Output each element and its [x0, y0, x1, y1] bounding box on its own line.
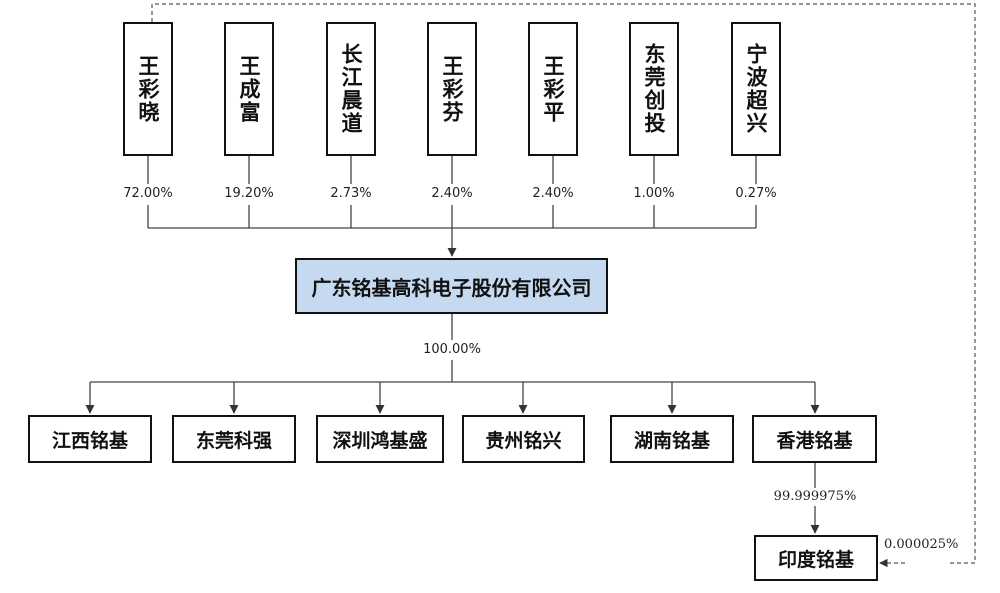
- subsidiary-box: 湖南铭基: [610, 415, 734, 463]
- shareholder-percent: 2.40%: [532, 186, 574, 201]
- company-box: 广东铭基高科电子股份有限公司: [295, 258, 608, 314]
- company-holding-percent: 100.00%: [423, 342, 481, 357]
- shareholder-name: 王成富: [237, 54, 261, 124]
- subsidiary-name: 东莞科强: [195, 429, 272, 452]
- shareholder-box: 王彩晓: [123, 22, 173, 156]
- shareholder-name: 王彩晓: [136, 54, 160, 124]
- subsidiary-box: 贵州铭兴: [462, 415, 585, 463]
- subsidiary-connectors: [85, 314, 820, 414]
- shareholder-percent: 1.00%: [633, 186, 675, 201]
- shareholder-percent: 0.27%: [735, 186, 777, 201]
- india-box: 印度铭基: [754, 535, 878, 581]
- india-percent-from-hk: 99.999975%: [773, 489, 857, 504]
- subsidiary-name: 贵州铭兴: [485, 429, 562, 452]
- subsidiary-box: 香港铭基: [752, 415, 877, 463]
- india-percent-from-parent: 0.000025%: [884, 537, 959, 552]
- shareholder-percent: 2.40%: [431, 186, 473, 201]
- shareholder-percent: 2.73%: [330, 186, 372, 201]
- shareholder-name: 长江晨道: [339, 43, 363, 135]
- shareholder-name: 宁波超兴: [744, 43, 768, 135]
- shareholder-percent: 72.00%: [123, 186, 173, 201]
- subsidiary-name: 香港铭基: [776, 429, 853, 452]
- india-name: 印度铭基: [777, 548, 854, 571]
- shareholder-box: 宁波超兴: [731, 22, 781, 156]
- shareholder-box: 王彩平: [528, 22, 578, 156]
- shareholder-percent: 19.20%: [224, 186, 274, 201]
- subsidiary-name: 湖南铭基: [633, 429, 710, 452]
- shareholder-name: 王彩平: [541, 54, 565, 124]
- shareholder-box: 东莞创投: [629, 22, 679, 156]
- subsidiary-name: 江西铭基: [51, 429, 128, 452]
- subsidiary-box: 深圳鸿基盛: [316, 415, 444, 463]
- shareholder-connectors: [147, 156, 757, 257]
- shareholder-name: 王彩芬: [440, 54, 464, 124]
- shareholder-name: 东莞创投: [642, 43, 666, 135]
- company-name: 广东铭基高科电子股份有限公司: [311, 275, 592, 300]
- subsidiary-box: 江西铭基: [28, 415, 152, 463]
- shareholder-box: 王成富: [224, 22, 274, 156]
- subsidiary-name: 深圳鸿基盛: [332, 429, 428, 452]
- shareholder-box: 长江晨道: [326, 22, 376, 156]
- shareholder-box: 王彩芬: [427, 22, 477, 156]
- subsidiary-box: 东莞科强: [172, 415, 296, 463]
- dashed-holding-line: [151, 3, 976, 568]
